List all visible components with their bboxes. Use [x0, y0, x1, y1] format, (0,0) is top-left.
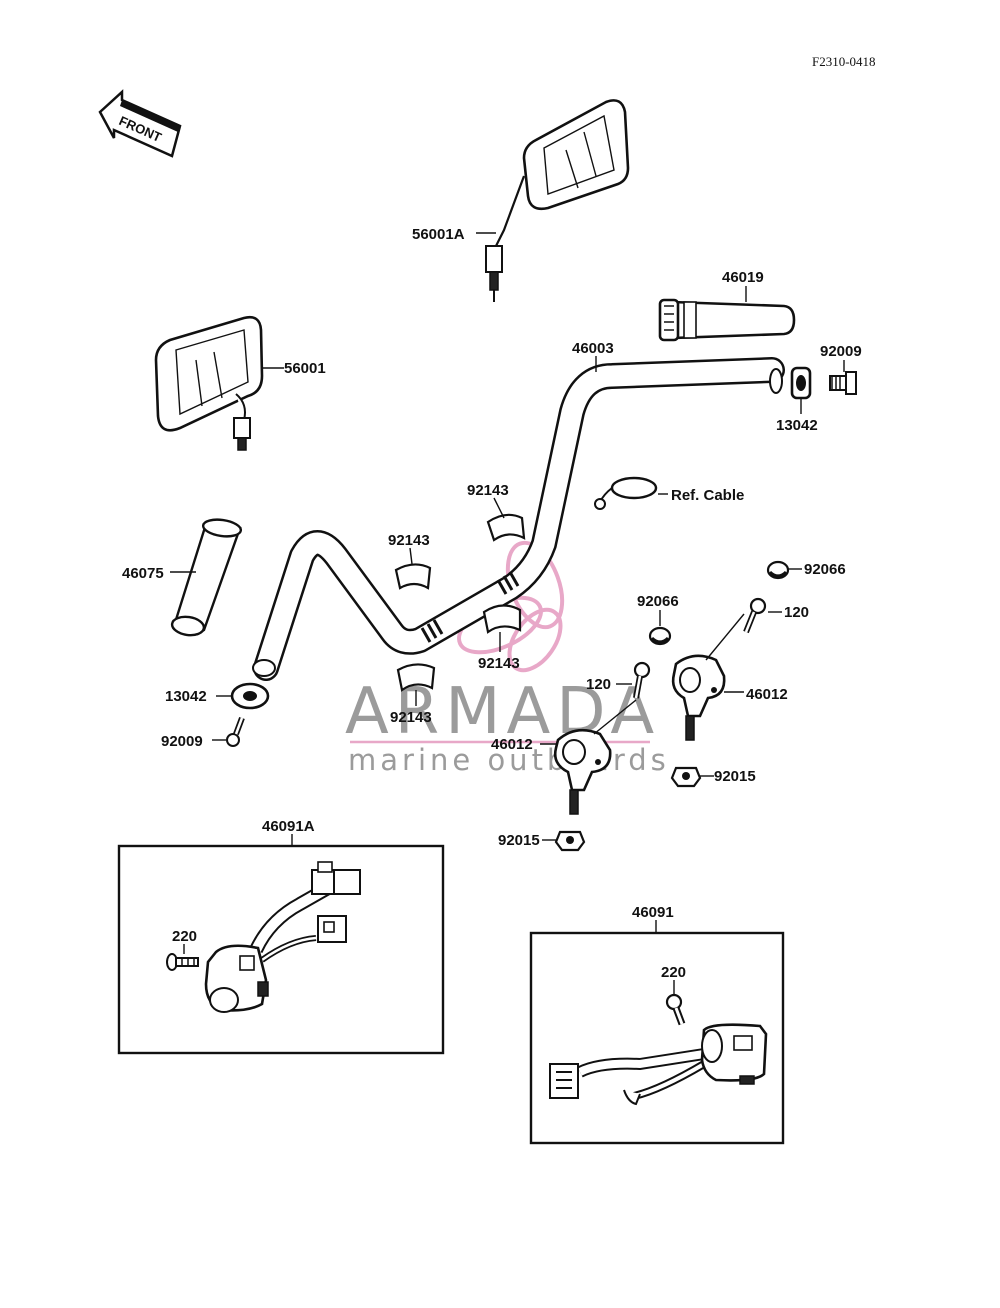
bolt-120-right [743, 597, 767, 634]
label-holder-right: 46012 [746, 686, 788, 703]
clamp-upper [486, 513, 526, 542]
screw-right [665, 993, 686, 1026]
label-grip-right: 46019 [722, 269, 764, 286]
label-clamp-left: 92143 [388, 532, 430, 549]
cap-center [648, 626, 672, 646]
label-mirror-left: 56001 [284, 360, 326, 377]
label-switch-left: 46091A [262, 818, 315, 835]
bolt-right [829, 371, 857, 395]
label-switch-right: 46091 [632, 904, 674, 921]
weight-right [790, 366, 812, 400]
watermark-tagline: marine outboards [348, 743, 670, 777]
handlebar [252, 357, 785, 681]
label-bolt-120-right: 120 [784, 604, 809, 621]
clamp-lower-left [396, 663, 436, 692]
label-cable-ref: Ref. Cable [671, 487, 744, 504]
cap-right [766, 560, 790, 580]
switch-right-box [529, 931, 785, 1145]
switch-right [549, 1023, 768, 1106]
label-screw-left: 220 [172, 928, 197, 945]
label-bolt-120-center: 120 [586, 676, 611, 693]
holder-right [671, 654, 726, 741]
label-grip-left: 46075 [122, 565, 164, 582]
label-bolt-right: 92009 [820, 343, 862, 360]
label-screw-right: 220 [661, 964, 686, 981]
label-cap-center: 92066 [637, 593, 679, 610]
label-handlebar: 46003 [572, 340, 614, 357]
nut-center [554, 830, 586, 852]
mirror-right [485, 99, 630, 302]
label-clamp-upper: 92143 [467, 482, 509, 499]
switch-left-box [117, 844, 445, 1055]
diagram-code: F2310-0418 [812, 54, 876, 69]
mirror-left [154, 315, 264, 451]
label-holder-center: 46012 [491, 736, 533, 753]
bolt-left [226, 716, 245, 747]
label-nut-center: 92015 [498, 832, 540, 849]
screw-left [166, 953, 199, 971]
clamp-lower-center [482, 604, 522, 634]
label-weight-left: 13042 [165, 688, 207, 705]
label-clamp-lower-left: 92143 [390, 709, 432, 726]
grip-right [658, 298, 796, 342]
holder-center [553, 728, 612, 815]
switch-left [204, 861, 361, 1013]
label-clamp-lower-center: 92143 [478, 655, 520, 672]
label-weight-right: 13042 [776, 417, 818, 434]
bolt-120-center [633, 661, 651, 699]
cable-clamp [594, 476, 658, 510]
label-mirror-right: 56001A [412, 226, 465, 243]
weight-left [230, 682, 270, 710]
grip-left [170, 518, 243, 637]
label-cap-right: 92066 [804, 561, 846, 578]
nut-right [670, 766, 702, 788]
front-arrow-icon: FRONT [98, 89, 182, 158]
clamp-left [394, 563, 432, 590]
label-nut-right: 92015 [714, 768, 756, 785]
label-bolt-left: 92009 [161, 733, 203, 750]
